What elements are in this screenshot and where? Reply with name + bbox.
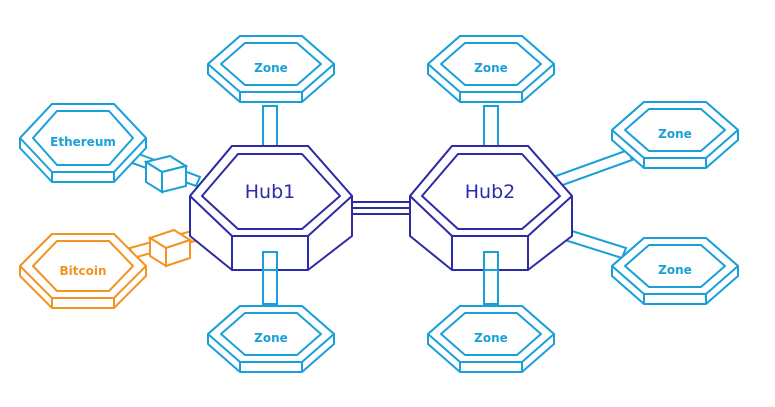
hub1-node <box>189 145 353 271</box>
zone-top-left-label: Zone <box>254 61 288 75</box>
zone-top-right <box>427 35 555 103</box>
link-bitcoin-hub1 <box>128 224 215 268</box>
bitcoin-chain <box>19 233 147 309</box>
zone-bottom-left <box>207 305 335 373</box>
bitcoin-label: Bitcoin <box>59 264 106 278</box>
ethereum-label: Ethereum <box>50 135 116 149</box>
zone-right-upper <box>611 101 739 169</box>
hub-bottom-stubs <box>262 251 499 271</box>
zone-top-left <box>207 35 335 103</box>
zone-bottom-right-label: Zone <box>474 331 508 345</box>
zone-bottom-left-label: Zone <box>254 331 288 345</box>
ethereum-peg-zone <box>143 154 189 194</box>
hub2-label: Hub2 <box>465 181 515 203</box>
hub2-node <box>409 145 573 271</box>
link-hub2-zone-top <box>483 105 499 151</box>
ethereum-chain <box>19 103 147 183</box>
zone-right-upper-label: Zone <box>658 127 692 141</box>
link-hub1-zone-top <box>262 105 278 151</box>
bitcoin-peg-zone <box>147 228 193 268</box>
zone-right-lower <box>611 237 739 305</box>
hub1-label: Hub1 <box>245 181 295 203</box>
link-hub1-hub2 <box>347 201 413 215</box>
link-hub2-zone-right-upper <box>554 148 634 188</box>
zone-right-lower-label: Zone <box>658 263 692 277</box>
link-ethereum-hub1 <box>122 148 202 194</box>
zone-top-right-label: Zone <box>474 61 508 75</box>
zone-bottom-right <box>427 305 555 373</box>
